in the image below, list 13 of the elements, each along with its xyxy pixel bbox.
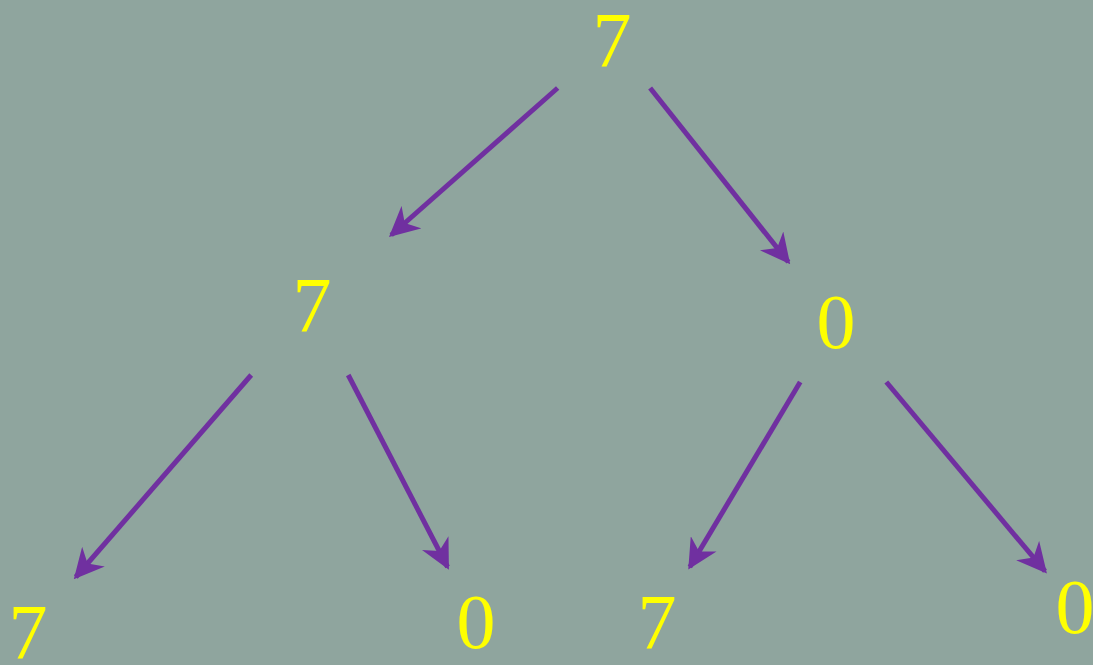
arrow xyxy=(687,380,803,570)
arrow xyxy=(884,380,1047,574)
node-value: 0 xyxy=(1055,568,1093,646)
arrow xyxy=(73,373,254,580)
node-value: 0 xyxy=(456,583,496,661)
arrow xyxy=(346,373,450,570)
arrow xyxy=(389,86,560,237)
arrow xyxy=(648,86,791,265)
node-value: 0 xyxy=(816,283,856,361)
node-value: 7 xyxy=(637,583,677,661)
node-value: 7 xyxy=(592,1,632,79)
node-value: 7 xyxy=(8,593,48,665)
node-value: 7 xyxy=(292,266,332,344)
